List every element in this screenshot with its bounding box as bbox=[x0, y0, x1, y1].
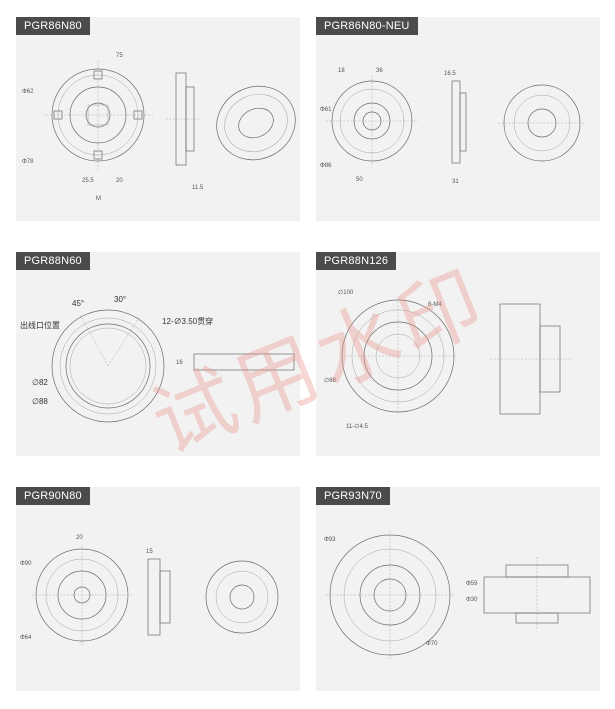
front-view bbox=[340, 298, 456, 414]
dim-label: Φ62 bbox=[22, 89, 34, 95]
drawing-pgr88n126: ∅100 ∅88 8-M4 11-∅4.5 bbox=[316, 270, 600, 456]
card-pgr88n60: PGR88N60 45° 30° 12-∅3.50贯穿 出线口位置 ∅82 ∅8… bbox=[16, 252, 300, 456]
dim-label: 50 bbox=[356, 177, 363, 183]
side-view bbox=[451, 80, 467, 164]
angle-label: 45° bbox=[72, 299, 84, 308]
dim-label: 16 bbox=[176, 360, 183, 366]
dim-label: Φ90 bbox=[20, 561, 32, 567]
iso-view bbox=[216, 85, 296, 161]
card-pgr93n70: PGR93N70 Φ93 Φ70 Φ59 Φ30 bbox=[316, 487, 600, 691]
hole-label: 12-∅3.50贯穿 bbox=[162, 316, 213, 326]
dim-label: ∅82 bbox=[32, 378, 48, 387]
dim-label: 75 bbox=[116, 53, 123, 59]
front-view bbox=[326, 531, 454, 659]
angle-label: 30° bbox=[114, 295, 126, 304]
dim-label: 8-M4 bbox=[428, 302, 442, 308]
card-title: PGR90N80 bbox=[16, 487, 90, 505]
drawing-pgr93n70: Φ93 Φ70 Φ59 Φ30 bbox=[316, 505, 600, 691]
dim-label: 20 bbox=[116, 178, 123, 184]
dim-label: 31 bbox=[452, 179, 459, 185]
dim-label: Φ78 bbox=[22, 159, 34, 165]
dim-label: ∅88 bbox=[32, 397, 48, 406]
dim-label: Φ86 bbox=[320, 163, 332, 169]
front-view bbox=[326, 75, 418, 167]
card-pgr86n80: PGR86N80 bbox=[16, 17, 300, 221]
side-view bbox=[193, 353, 295, 371]
dim-label: Φ30 bbox=[466, 597, 478, 603]
drawing-pgr88n60: 45° 30° 12-∅3.50贯穿 出线口位置 ∅82 ∅88 16 bbox=[16, 270, 300, 456]
dim-label: ∅88 bbox=[324, 377, 337, 384]
dim-label: Φ70 bbox=[426, 641, 438, 647]
outlet-label: 出线口位置 bbox=[20, 320, 60, 330]
dim-label: Φ59 bbox=[466, 581, 478, 587]
dim-label: 16.5 bbox=[444, 71, 456, 77]
dim-label: Φ64 bbox=[20, 635, 32, 641]
front-view bbox=[32, 545, 132, 645]
dim-label: 20 bbox=[76, 535, 83, 541]
dim-label: 18 bbox=[338, 68, 345, 74]
drawing-pgr86n80-neu: Φ61 Φ86 18 36 16.5 50 31 bbox=[316, 35, 600, 221]
dim-label: M bbox=[96, 196, 101, 202]
side-view bbox=[147, 558, 171, 636]
dim-label: Φ93 bbox=[324, 537, 336, 543]
section-view bbox=[483, 557, 591, 631]
card-title: PGR93N70 bbox=[316, 487, 390, 505]
dim-label: ∅100 bbox=[338, 289, 354, 296]
dim-label: 11-∅4.5 bbox=[346, 423, 368, 430]
dim-label: 25.5 bbox=[82, 178, 94, 184]
rear-view bbox=[205, 560, 279, 634]
card-title: PGR88N126 bbox=[316, 252, 397, 270]
side-view bbox=[166, 72, 201, 166]
dim-label: 15 bbox=[146, 549, 153, 555]
card-pgr86n80-neu: PGR86N80-NEU Φ61 Φ86 18 bbox=[316, 17, 600, 221]
card-pgr88n126: PGR88N126 ∅100 ∅88 8-M4 11-∅4.5 bbox=[316, 252, 600, 456]
dim-label: 36 bbox=[376, 68, 383, 74]
dim-label: 11.5 bbox=[192, 185, 204, 191]
front-view bbox=[51, 309, 165, 423]
card-title: PGR86N80 bbox=[16, 17, 90, 35]
rear-view bbox=[498, 84, 586, 162]
drawing-pgr90n80: Φ90 Φ64 20 15 bbox=[16, 505, 300, 691]
dim-label: Φ61 bbox=[320, 107, 332, 113]
card-title: PGR86N80-NEU bbox=[316, 17, 418, 35]
card-title: PGR88N60 bbox=[16, 252, 90, 270]
card-pgr90n80: PGR90N80 Φ90 Φ64 20 15 bbox=[16, 487, 300, 691]
drawing-pgr86n80: Φ62 Φ78 25.5 20 75 M 11.5 bbox=[16, 35, 300, 221]
side-view bbox=[490, 303, 574, 415]
front-view bbox=[43, 60, 153, 170]
